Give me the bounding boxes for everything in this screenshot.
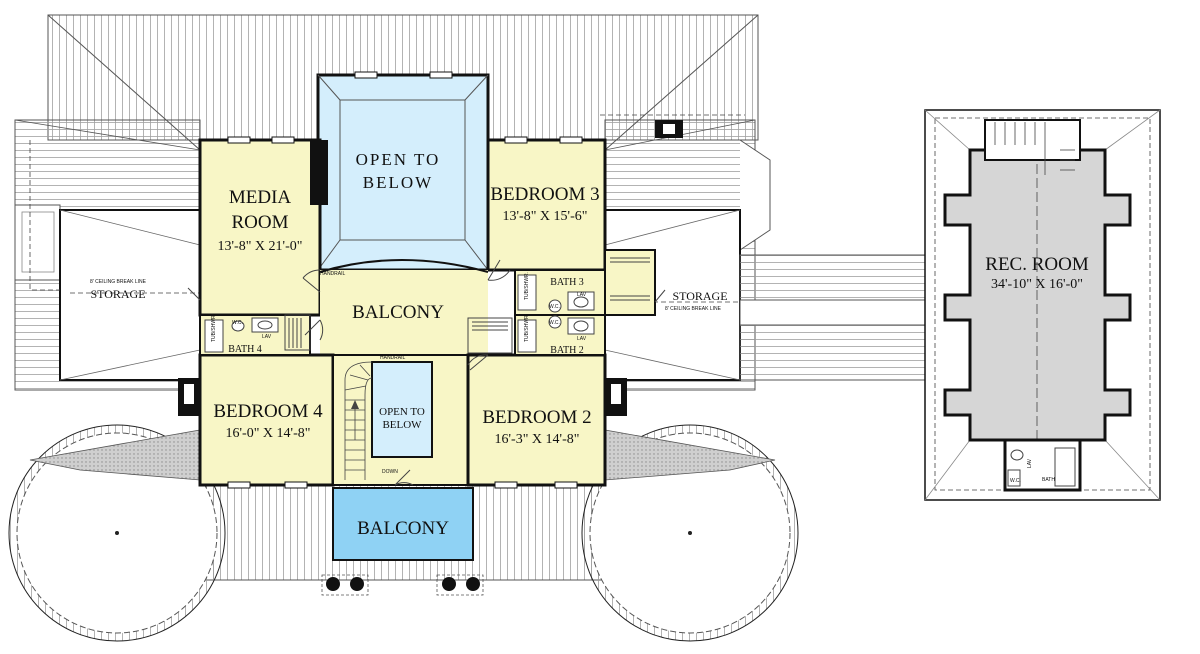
wc-label-rec: W.C.: [1010, 478, 1021, 484]
lav-label-bath4: LAV: [262, 334, 272, 340]
rec-stair-treads: [994, 122, 1075, 175]
closet-bath: [604, 249, 656, 316]
open-top-line2: BELOW: [363, 173, 433, 192]
open-stair-line1: OPEN TO: [379, 406, 425, 418]
right-turret: [581, 424, 799, 642]
attic-storage: [59, 209, 741, 381]
down-label: DOWN: [382, 469, 398, 475]
balcony-interior-name: BALCONY: [352, 302, 444, 323]
ceiling-break-right: 8' CEILING BREAK LINE: [665, 306, 722, 312]
bath-3-name: BATH 3: [550, 277, 584, 288]
storage-right: STORAGE: [672, 289, 727, 303]
eave-lines: [29, 114, 745, 291]
rec-bath-fixtures: [1007, 447, 1076, 487]
media-room-dims: 13'-8" X 21'-0": [218, 239, 303, 254]
bedroom-2-dims: 16'-3" X 14'-8": [495, 432, 580, 447]
small-labels: HANDRAIL HANDRAIL DOWN 8' CEILING BREAK …: [90, 271, 1033, 484]
bath-4-name: BATH 4: [228, 344, 262, 355]
stair: [344, 361, 373, 480]
bath-fixtures: [204, 274, 595, 353]
room-labels: MEDIA ROOM 13'-8" X 21'-0" OPEN TO BELOW…: [90, 150, 1088, 539]
bedroom-2-name: BEDROOM 2: [482, 407, 591, 428]
tub-label-bath4: TUB/SHWR.: [211, 314, 217, 342]
handrail-top-label: HANDRAIL: [320, 271, 346, 277]
rec-room-dims: 34'-10" X 16'-0": [991, 277, 1083, 292]
tub-label-bath3: TUB/SHWR.: [524, 272, 530, 300]
chimneys: [178, 120, 683, 416]
wc-label-bath3: W.C.: [549, 304, 560, 310]
bedroom-4: [198, 353, 335, 487]
media-room-name-1: MEDIA: [229, 187, 292, 208]
bedroom-4-name: BEDROOM 4: [213, 401, 323, 422]
balcony-front-name: BALCONY: [357, 518, 449, 539]
lav-label-bath2: LAV: [577, 336, 587, 342]
porch-steps-left: [321, 574, 369, 596]
balcony-curve-handrail: [319, 259, 489, 273]
open-to-below-top: [316, 73, 490, 272]
rec-bath-name: BATH: [1042, 477, 1055, 483]
windows: [227, 71, 583, 489]
bath-2-name: BATH 2: [550, 345, 584, 356]
bedroom-4-dims: 16'-0" X 14'-8": [226, 426, 311, 441]
balcony-interior: [320, 270, 488, 360]
bedroom-3-dims: 13'-8" X 15'-6": [503, 209, 588, 224]
door-swings: [187, 259, 666, 486]
tub-label-bath2: TUB/SHWR.: [524, 314, 530, 342]
porch-columns: [326, 577, 480, 591]
lav-label-bath3: LAV: [577, 292, 587, 298]
open-to-below-stair: [371, 361, 433, 458]
bedroom-2: [466, 353, 607, 487]
rec-room: [943, 148, 1132, 442]
open-to-below-top-ceiling: [317, 74, 489, 271]
connector-roof: [739, 254, 926, 381]
closets: [284, 257, 650, 354]
left-turret: [8, 424, 226, 642]
open-top-line1: OPEN TO: [356, 150, 441, 169]
wc-label-bath2: W.C.: [549, 320, 560, 326]
handrail-stair-label: HANDRAIL: [380, 355, 406, 361]
bedroom-3: [486, 138, 607, 272]
rec-stair: [984, 119, 1081, 161]
media-room-name-2: ROOM: [231, 212, 288, 233]
storage-left: STORAGE: [90, 287, 145, 301]
ceiling-break-left: 8' CEILING BREAK LINE: [90, 279, 147, 285]
bedroom-3-name: BEDROOM 3: [490, 184, 599, 205]
media-room: [198, 138, 322, 317]
open-stair-line2: BELOW: [382, 419, 422, 431]
porch-steps-right: [436, 574, 484, 596]
balcony-front: [332, 487, 474, 561]
rec-room-name: REC. ROOM: [985, 254, 1089, 275]
lav-label-rec: LAV: [1027, 458, 1033, 468]
wc-label-bath4: W.C.: [232, 320, 243, 326]
